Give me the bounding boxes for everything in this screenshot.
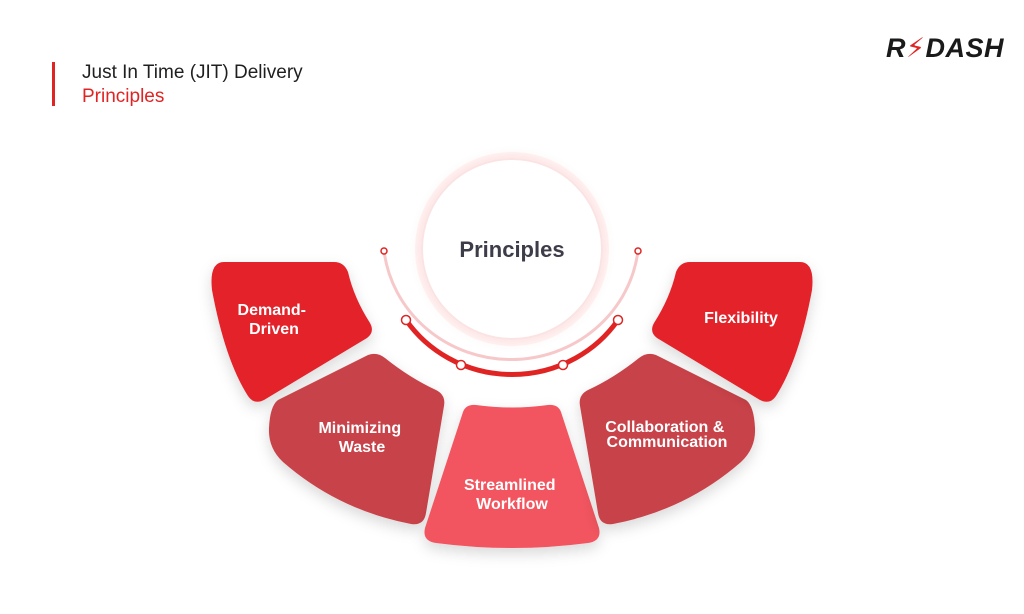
segment-label: Collaboration & Communication: [605, 419, 729, 451]
brand-logo: R⚡DASH: [886, 33, 1004, 64]
center-label: Principles: [459, 237, 564, 262]
segment-flexibility: Flexibility: [652, 262, 813, 402]
arc-highlight: [403, 318, 621, 377]
arc-end-dot-left: [380, 247, 388, 255]
segment-shape: [268, 353, 445, 525]
segment-minimizing-waste: Minimizing Waste: [268, 353, 445, 525]
page-title: Just In Time (JIT) Delivery: [82, 62, 303, 83]
segment-shape: [579, 353, 756, 525]
segment-collaboration-communication: Collaboration & Communication: [579, 353, 756, 525]
connector-arc: [380, 247, 642, 377]
lightning-bolt-icon: ⚡: [906, 33, 926, 63]
arc-dot: [612, 314, 624, 326]
segment-label: Streamlined Workflow: [464, 477, 560, 513]
header-accent-bar: [52, 62, 55, 106]
segment-demand-driven: Demand- Driven: [211, 262, 372, 402]
segment-streamlined-workflow: Streamlined Workflow: [424, 404, 600, 548]
segment-label: Flexibility: [704, 310, 778, 327]
segment-label: Minimizing Waste: [318, 420, 405, 456]
arc-dot: [400, 314, 412, 326]
logo-text-r: R: [886, 33, 906, 63]
center-circle-inner: [421, 158, 603, 340]
segment-shape: [652, 262, 813, 402]
arc-dot: [455, 359, 467, 371]
segment-shape: [211, 262, 372, 402]
arc-dot: [557, 359, 569, 371]
center-circle: Principles: [415, 152, 609, 346]
arc-end-dot-right: [634, 247, 642, 255]
logo-text-dash: DASH: [925, 33, 1004, 63]
segment-shape: [424, 404, 600, 548]
page-subtitle: Principles: [82, 86, 165, 107]
arc-light-track: [382, 250, 640, 362]
segment-label: Demand- Driven: [238, 302, 311, 338]
